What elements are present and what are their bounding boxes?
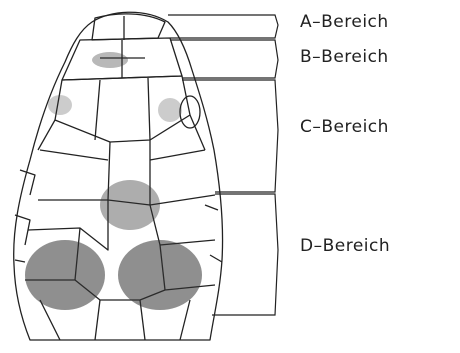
- label-b-bereich: B–Bereich: [300, 47, 389, 67]
- label-c-bereich: C–Bereich: [300, 117, 389, 137]
- bracket-b: [170, 40, 278, 78]
- bracket-a: [168, 15, 278, 38]
- stipple-patch-center: [100, 180, 160, 230]
- bracket-c: [182, 80, 278, 192]
- scale-rostral: [92, 14, 165, 40]
- label-a-bereich: A–Bereich: [300, 12, 389, 32]
- stipple-patch-right: [118, 240, 202, 310]
- stipple-patch-left: [25, 240, 105, 310]
- label-d-bereich: D–Bereich: [300, 236, 390, 256]
